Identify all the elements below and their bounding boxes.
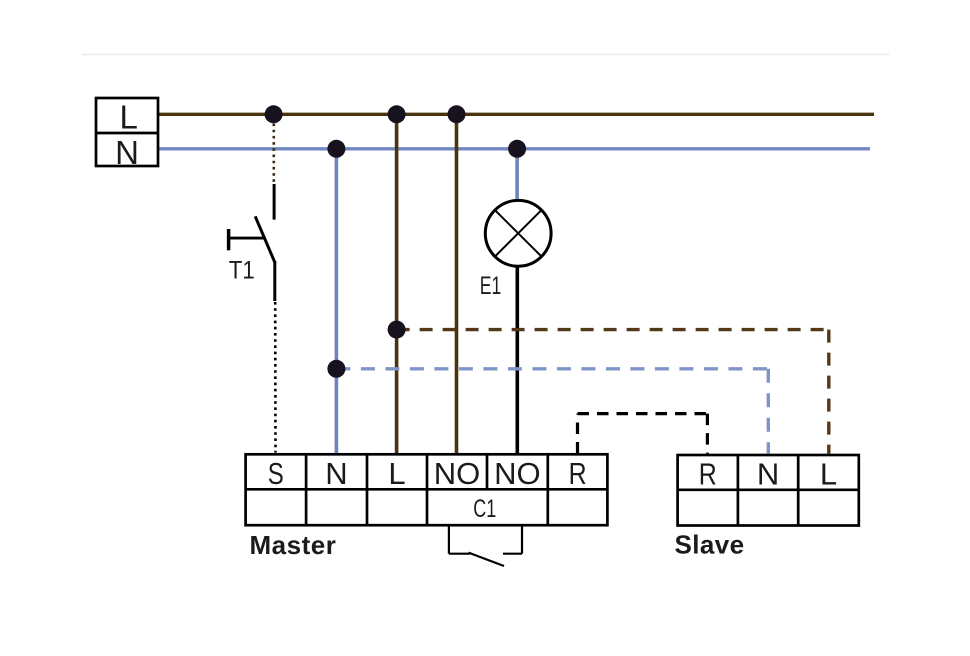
svg-text:NO: NO (434, 456, 481, 491)
svg-text:E1: E1 (480, 272, 502, 300)
svg-text:Slave: Slave (675, 530, 745, 560)
svg-text:L: L (388, 456, 405, 491)
svg-text:C1: C1 (473, 495, 496, 523)
svg-text:S: S (268, 456, 284, 491)
svg-text:L: L (820, 457, 837, 492)
svg-text:T1: T1 (229, 256, 255, 284)
svg-text:L: L (120, 99, 138, 136)
svg-text:N: N (757, 457, 779, 492)
svg-text:NO: NO (494, 456, 541, 491)
svg-text:N: N (115, 134, 139, 171)
svg-text:R: R (569, 456, 587, 491)
svg-text:R: R (699, 457, 717, 492)
svg-text:N: N (325, 456, 347, 491)
svg-text:Master: Master (250, 530, 337, 560)
